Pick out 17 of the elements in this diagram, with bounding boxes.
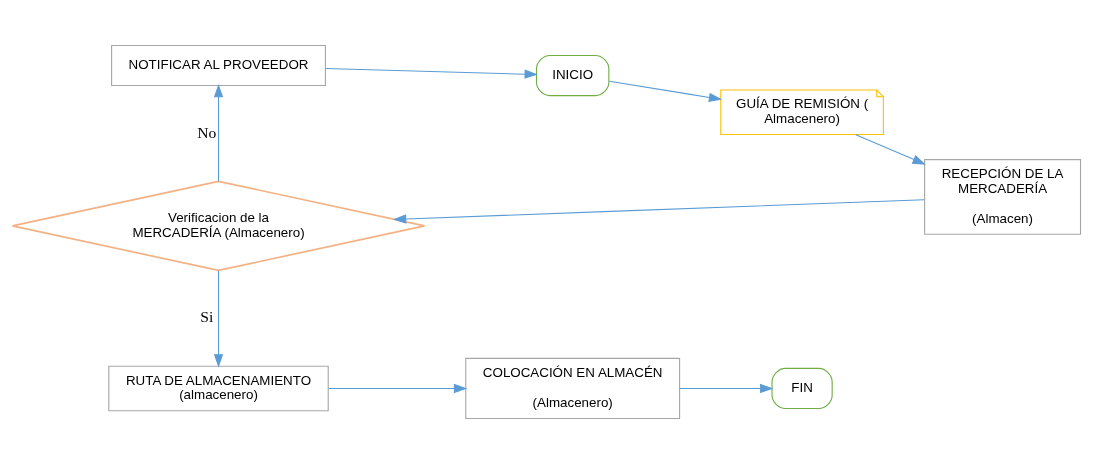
arrow bbox=[213, 270, 224, 368]
edge-label: No bbox=[197, 123, 217, 141]
arrow bbox=[213, 83, 224, 182]
node-box: FIN bbox=[771, 367, 833, 410]
arrow bbox=[855, 134, 926, 165]
node-box: RECEPCIÓN DE LA MERCADERÍA (Almacen) bbox=[924, 159, 1082, 235]
arrow bbox=[392, 199, 925, 224]
node-box: COLOCACIÓN EN ALMACÉN (Almacenero) bbox=[465, 357, 681, 420]
arrow bbox=[679, 383, 774, 394]
node-box: INICIO bbox=[535, 54, 610, 97]
node-diamond: Verificacion de la MERCADERÍA (Almacenero) bbox=[11, 180, 426, 272]
edge-label: Si bbox=[200, 308, 214, 326]
arrow bbox=[325, 67, 538, 79]
arrow bbox=[608, 80, 723, 103]
node-box: NOTIFICAR AL PROVEEDOR bbox=[111, 44, 326, 87]
arrow bbox=[328, 383, 468, 394]
node-box: RUTA DE ALMACENAMIENTO (almacenero) bbox=[108, 365, 329, 412]
